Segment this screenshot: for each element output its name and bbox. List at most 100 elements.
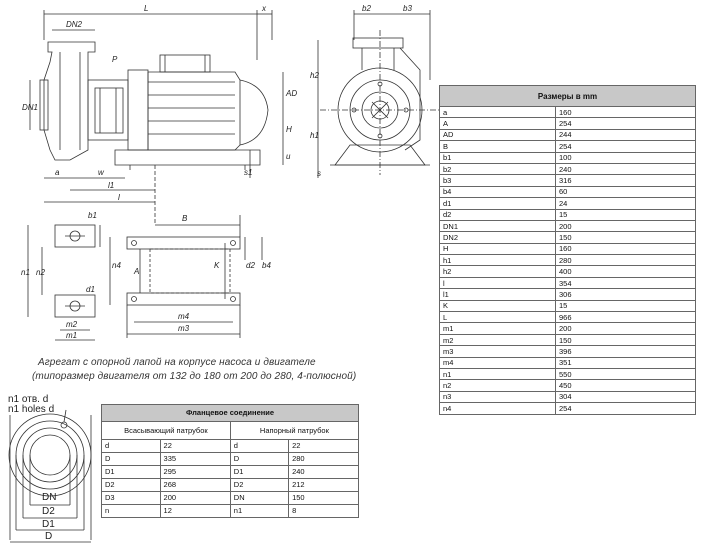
label-b4: b4	[262, 261, 271, 270]
dimension-value: 450	[555, 379, 696, 392]
label-m4: m4	[178, 312, 190, 321]
dimension-key: H	[439, 242, 556, 256]
flange-key: n1	[229, 504, 290, 518]
dimension-key: d2	[439, 208, 556, 221]
label-w: w	[98, 168, 105, 177]
dimension-value: 244	[555, 128, 696, 142]
label-n4: n4	[112, 261, 121, 270]
plan-view	[109, 215, 263, 338]
dimension-value: 15	[555, 299, 696, 313]
flange-value: 150	[288, 491, 359, 505]
dimension-value: 254	[555, 402, 696, 415]
dimension-key: n1	[439, 367, 556, 381]
dimension-value: 396	[555, 345, 696, 358]
flange-key: D	[101, 452, 161, 466]
dimension-value: 100	[555, 151, 696, 164]
suction-header: Всасывающий патрубок	[101, 421, 231, 440]
dimension-value: 304	[555, 390, 696, 404]
caption-line1: Агрегат с опорной лапой на корпусе насос…	[38, 357, 316, 368]
flange-value: 268	[159, 478, 231, 492]
flange-key: d	[101, 439, 161, 453]
dimension-key: m1	[439, 322, 556, 335]
label-a: a	[55, 168, 60, 177]
label-h1: h1	[310, 131, 319, 140]
label-m2: m2	[66, 320, 78, 329]
label-K: K	[214, 261, 220, 270]
dimension-key: l1	[439, 288, 556, 301]
dimension-key: a	[439, 105, 556, 119]
label-dn1: DN1	[22, 103, 38, 112]
dimension-value: 254	[555, 117, 696, 130]
dimension-key: l	[439, 276, 556, 290]
flange-key: D1	[101, 465, 161, 479]
label-m3: m3	[178, 324, 190, 333]
dimension-value: 160	[555, 105, 696, 119]
label-L: L	[144, 4, 148, 13]
dimension-key: d1	[439, 197, 556, 210]
flange-value: 280	[288, 452, 359, 466]
label-x: x	[261, 4, 267, 13]
dimension-key: b2	[439, 162, 556, 176]
dimension-value: 200	[555, 322, 696, 335]
flange-value: 200	[159, 491, 231, 505]
label-h: H	[286, 125, 292, 134]
label-d2: d2	[246, 261, 255, 270]
dimension-value: 160	[555, 242, 696, 256]
label-u: u	[286, 152, 291, 161]
label-b2: b2	[362, 4, 371, 13]
label-l1: l1	[108, 181, 114, 190]
flange-holes-ru: n1 отв. d	[8, 394, 49, 405]
label-A: A	[133, 267, 139, 276]
label-l: l	[118, 193, 120, 202]
flange-d-label: D	[45, 531, 53, 542]
dimension-key: L	[439, 311, 556, 324]
dimension-value: 550	[555, 367, 696, 381]
flange-value: 295	[159, 465, 231, 479]
flange-value: 240	[288, 465, 359, 479]
dimension-key: DN1	[439, 219, 556, 233]
foot-detail	[27, 224, 101, 341]
dimension-value: 15	[555, 208, 696, 221]
dimension-value: 150	[555, 333, 696, 347]
label-s1: s1	[244, 168, 252, 177]
flange-value: 8	[288, 504, 359, 518]
label-h2: h2	[310, 71, 319, 80]
flange-detail	[8, 409, 92, 543]
flange-table: Фланцевое соединение Всасывающий патрубо…	[101, 404, 360, 518]
flange-value: 12	[159, 504, 231, 518]
dimension-key: m4	[439, 356, 556, 370]
caption-line2: (типоразмер двигателя от 132 до 180 от 2…	[32, 371, 357, 382]
flange-value: 22	[159, 439, 231, 453]
dimension-key: m2	[439, 333, 556, 347]
dimension-value: 240	[555, 162, 696, 176]
dimension-value: 60	[555, 185, 696, 199]
label-d1: d1	[86, 285, 95, 294]
flange-table-title: Фланцевое соединение	[101, 404, 359, 422]
flange-key: D3	[101, 491, 161, 505]
dimension-key: n4	[439, 402, 556, 415]
dimension-value: 24	[555, 197, 696, 210]
flange-key: d	[229, 439, 290, 453]
label-s: s	[317, 169, 321, 178]
dimension-key: h2	[439, 265, 556, 278]
